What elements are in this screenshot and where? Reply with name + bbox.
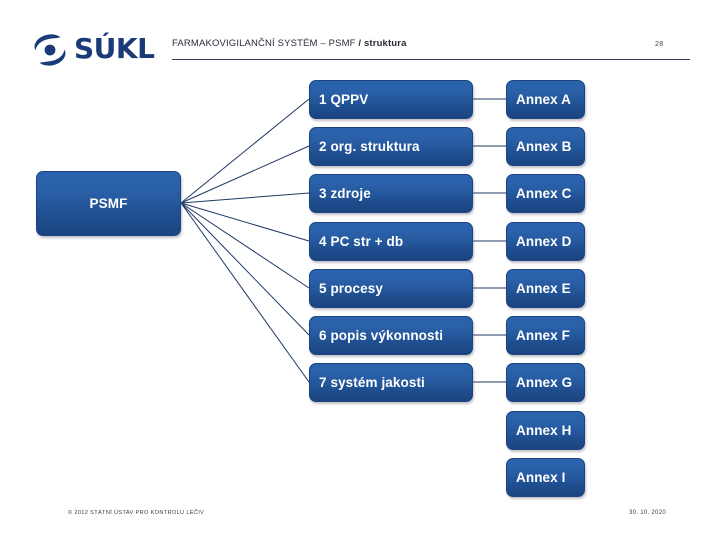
node-annex-f[interactable]: Annex F: [506, 316, 585, 355]
node-section-2[interactable]: 2 org. struktura: [309, 127, 473, 166]
page-title: FARMAKOVIGILANČNÍ SYSTÉM – PSMF / strukt…: [172, 38, 407, 49]
node-section-4[interactable]: 4 PC str + db: [309, 222, 473, 261]
sukl-swirl-icon: [30, 31, 70, 69]
header-divider: [172, 59, 690, 60]
node-annex-e[interactable]: Annex E: [506, 269, 585, 308]
node-annex-c[interactable]: Annex C: [506, 174, 585, 213]
footer-date: 30. 10. 2020: [629, 510, 666, 516]
page-title-section: / struktura: [358, 38, 407, 49]
node-annex-a[interactable]: Annex A: [506, 80, 585, 119]
node-section-7[interactable]: 7 systém jakosti: [309, 363, 473, 402]
node-annex-d[interactable]: Annex D: [506, 222, 585, 261]
node-section-1[interactable]: 1 QPPV: [309, 80, 473, 119]
node-section-3[interactable]: 3 zdroje: [309, 174, 473, 213]
node-psmf-root[interactable]: PSMF: [36, 171, 181, 236]
node-annex-i[interactable]: Annex I: [506, 458, 585, 497]
node-section-6[interactable]: 6 popis výkonnosti: [309, 316, 473, 355]
node-annex-g[interactable]: Annex G: [506, 363, 585, 402]
node-annex-b[interactable]: Annex B: [506, 127, 585, 166]
footer-copyright: © 2012 STÁTNÍ ÚSTAV PRO KONTROLU LÉČIV: [68, 510, 205, 516]
page-number: 28: [655, 41, 664, 48]
node-section-5[interactable]: 5 procesy: [309, 269, 473, 308]
sukl-wordmark: SÚKL: [74, 32, 155, 65]
page-title-main: FARMAKOVIGILANČNÍ SYSTÉM – PSMF: [172, 38, 359, 49]
sukl-logo: SÚKL: [30, 29, 170, 71]
node-annex-h[interactable]: Annex H: [506, 411, 585, 450]
